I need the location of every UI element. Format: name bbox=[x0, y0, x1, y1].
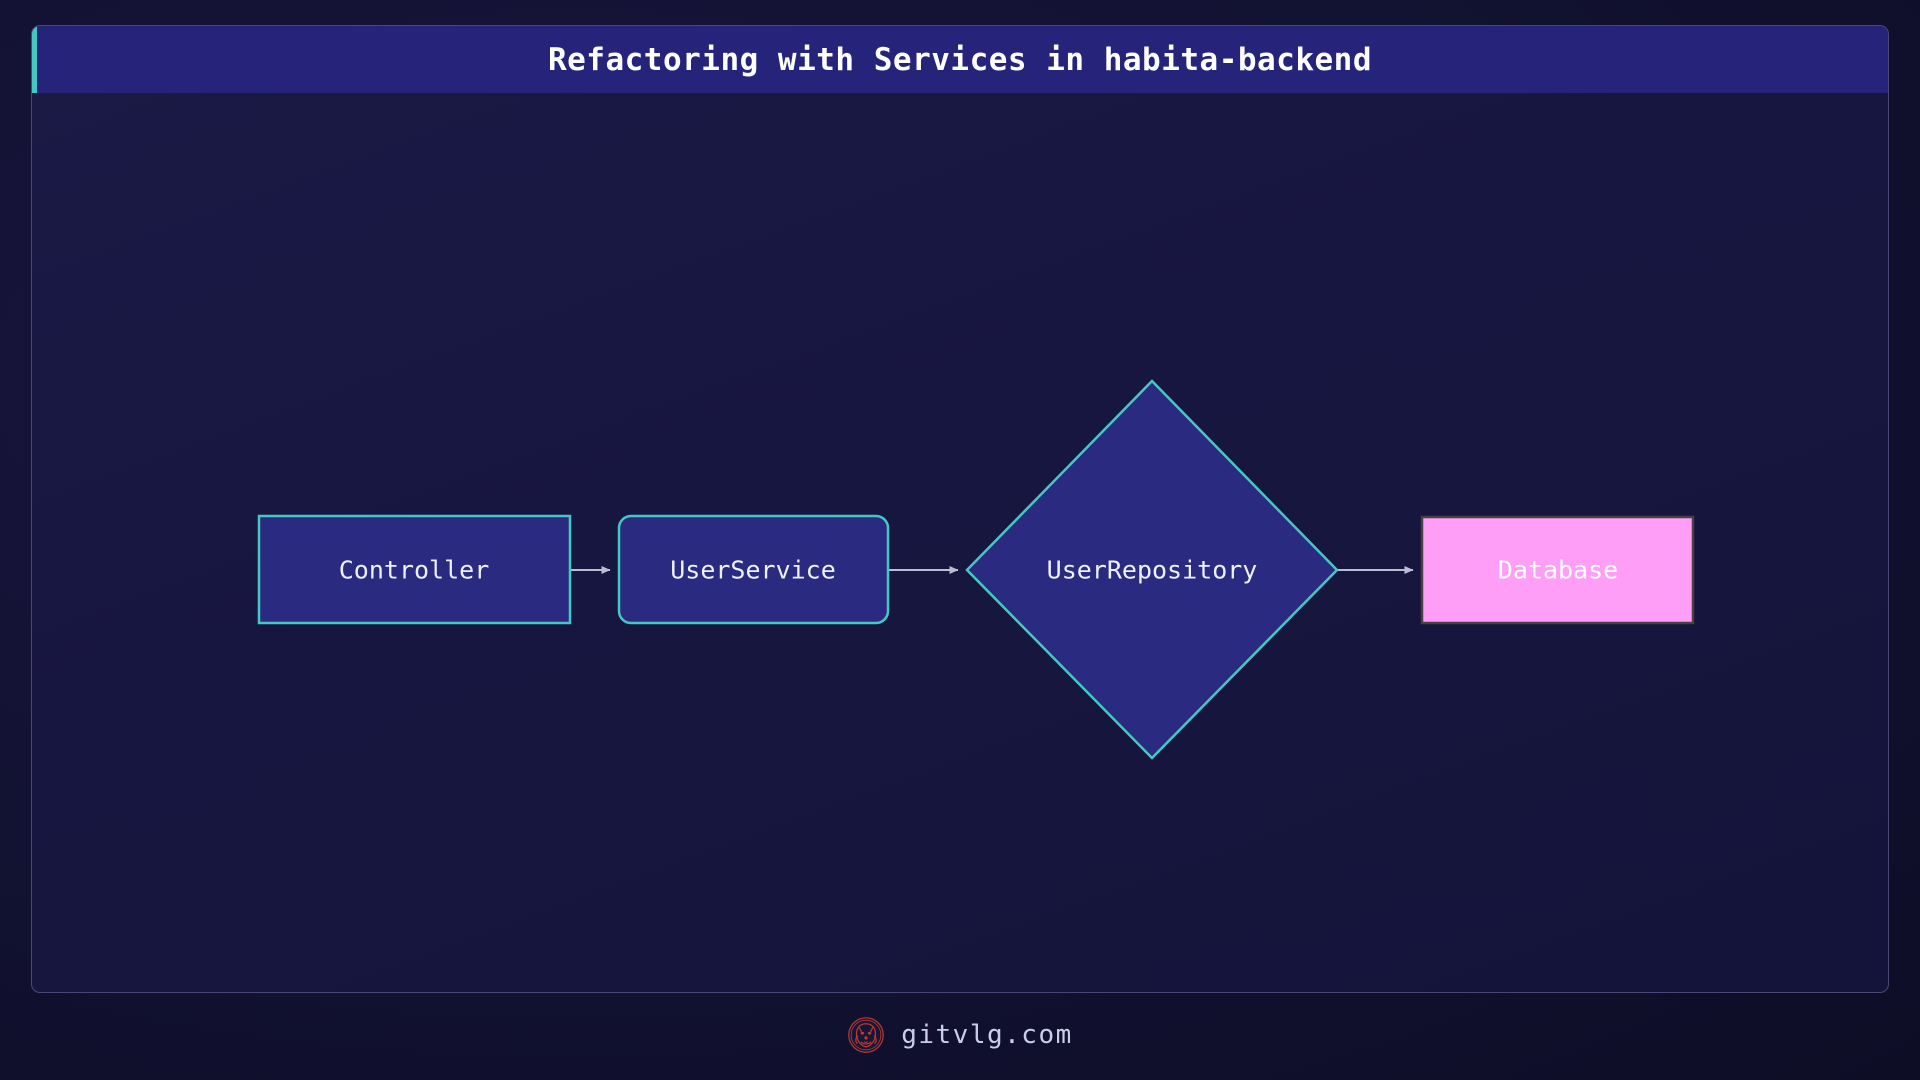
diagram-card: Refactoring with Services in habita-back… bbox=[31, 25, 1889, 993]
node-controller[interactable] bbox=[257, 514, 572, 625]
footer-site-label: gitvlg.com bbox=[901, 1020, 1073, 1050]
header-accent-bar bbox=[32, 26, 37, 93]
node-userrepository[interactable] bbox=[965, 379, 1339, 760]
diagram-canvas: Controller UserService UserRepository Da… bbox=[32, 93, 1888, 992]
node-userservice[interactable] bbox=[617, 514, 890, 625]
footer: gitvlg.com bbox=[0, 1005, 1920, 1065]
lion-head-logo-icon bbox=[848, 1017, 885, 1053]
page-title: Refactoring with Services in habita-back… bbox=[547, 41, 1373, 78]
diagram-header: Refactoring with Services in habita-back… bbox=[32, 26, 1888, 93]
node-database[interactable] bbox=[1420, 515, 1695, 625]
diagram-svg bbox=[257, 379, 1695, 760]
